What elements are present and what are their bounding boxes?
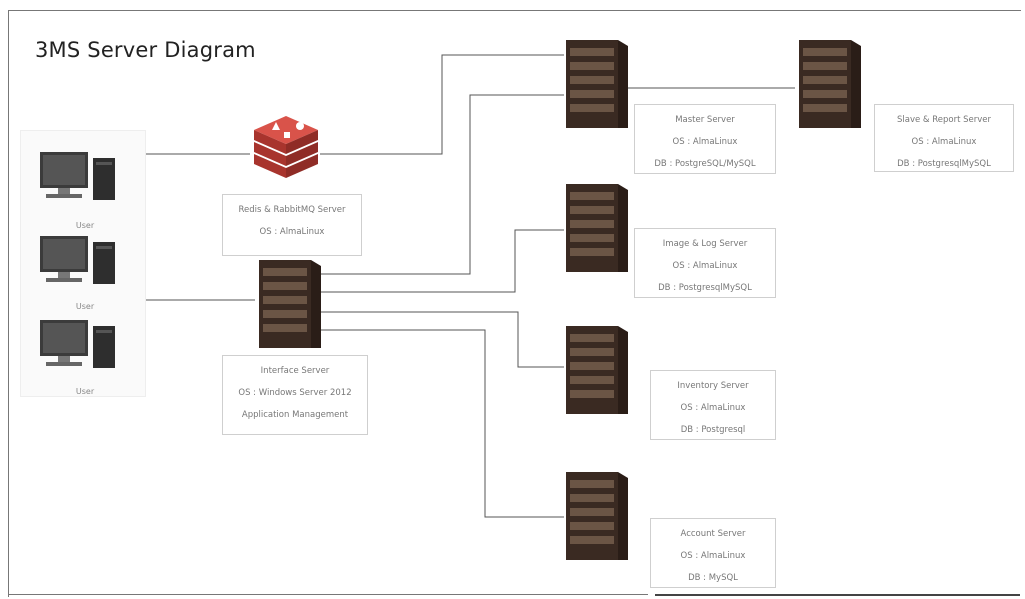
- image-log-server-icon: [566, 184, 628, 272]
- user-label: User: [75, 387, 95, 396]
- master-server-info: Master Server OS : AlmaLinux DB : Postgr…: [634, 104, 776, 174]
- interface-server-icon: [259, 260, 321, 348]
- server-extra: Application Management: [241, 410, 349, 420]
- master-server-icon: [566, 40, 628, 128]
- server-name: Interface Server: [260, 366, 330, 376]
- server-os: OS : AlmaLinux: [672, 261, 738, 271]
- server-name: Redis & RabbitMQ Server: [238, 205, 346, 215]
- server-os: OS : Windows Server 2012: [238, 388, 352, 398]
- server-os: OS : AlmaLinux: [672, 137, 738, 147]
- server-os: OS : AlmaLinux: [680, 551, 746, 561]
- server-db: DB : PostgresqlMySQL: [897, 159, 991, 169]
- inventory-server-icon: [566, 326, 628, 414]
- server-name: Account Server: [680, 529, 746, 539]
- redis-rabbitmq-icon: [254, 116, 318, 178]
- server-name: Image & Log Server: [662, 239, 748, 249]
- user-label: User: [75, 221, 95, 230]
- redis-server-info: Redis & RabbitMQ Server OS : AlmaLinux: [222, 194, 362, 256]
- server-db: DB : PostgreSQL/MySQL: [654, 159, 756, 169]
- server-db: DB : PostgresqlMySQL: [658, 283, 752, 293]
- line-interface-account: [320, 329, 564, 518]
- line-interface-master: [320, 94, 564, 275]
- server-name: Slave & Report Server: [896, 115, 991, 125]
- line-redis-master: [320, 54, 564, 155]
- server-name: Inventory Server: [677, 381, 749, 391]
- server-os: OS : AlmaLinux: [259, 227, 325, 237]
- line-interface-inventory: [320, 311, 564, 368]
- line-interface-image: [320, 229, 564, 293]
- user-pc-icon: [40, 320, 115, 368]
- server-os: OS : AlmaLinux: [911, 137, 977, 147]
- server-db: DB : MySQL: [688, 573, 738, 583]
- frame-bottom-line-right: [655, 594, 1020, 596]
- user-pc-icon: [40, 152, 115, 200]
- image-log-server-info: Image & Log Server OS : AlmaLinux DB : P…: [634, 228, 776, 298]
- interface-server-info: Interface Server OS : Windows Server 201…: [222, 355, 368, 435]
- slave-server-info: Slave & Report Server OS : AlmaLinux DB …: [874, 104, 1014, 172]
- diagram-title: 3MS Server Diagram: [35, 38, 256, 62]
- account-server-icon: [566, 472, 628, 560]
- user-pc-icon: [40, 236, 115, 284]
- frame-bottom-line: [8, 594, 648, 595]
- server-db: DB : Postgresql: [680, 425, 746, 435]
- slave-server-icon: [799, 40, 861, 128]
- inventory-server-info: Inventory Server OS : AlmaLinux DB : Pos…: [650, 370, 776, 440]
- diagram-frame: [8, 10, 1021, 597]
- server-name: Master Server: [675, 115, 735, 125]
- account-server-info: Account Server OS : AlmaLinux DB : MySQL: [650, 518, 776, 588]
- user-label: User: [75, 302, 95, 311]
- server-os: OS : AlmaLinux: [680, 403, 746, 413]
